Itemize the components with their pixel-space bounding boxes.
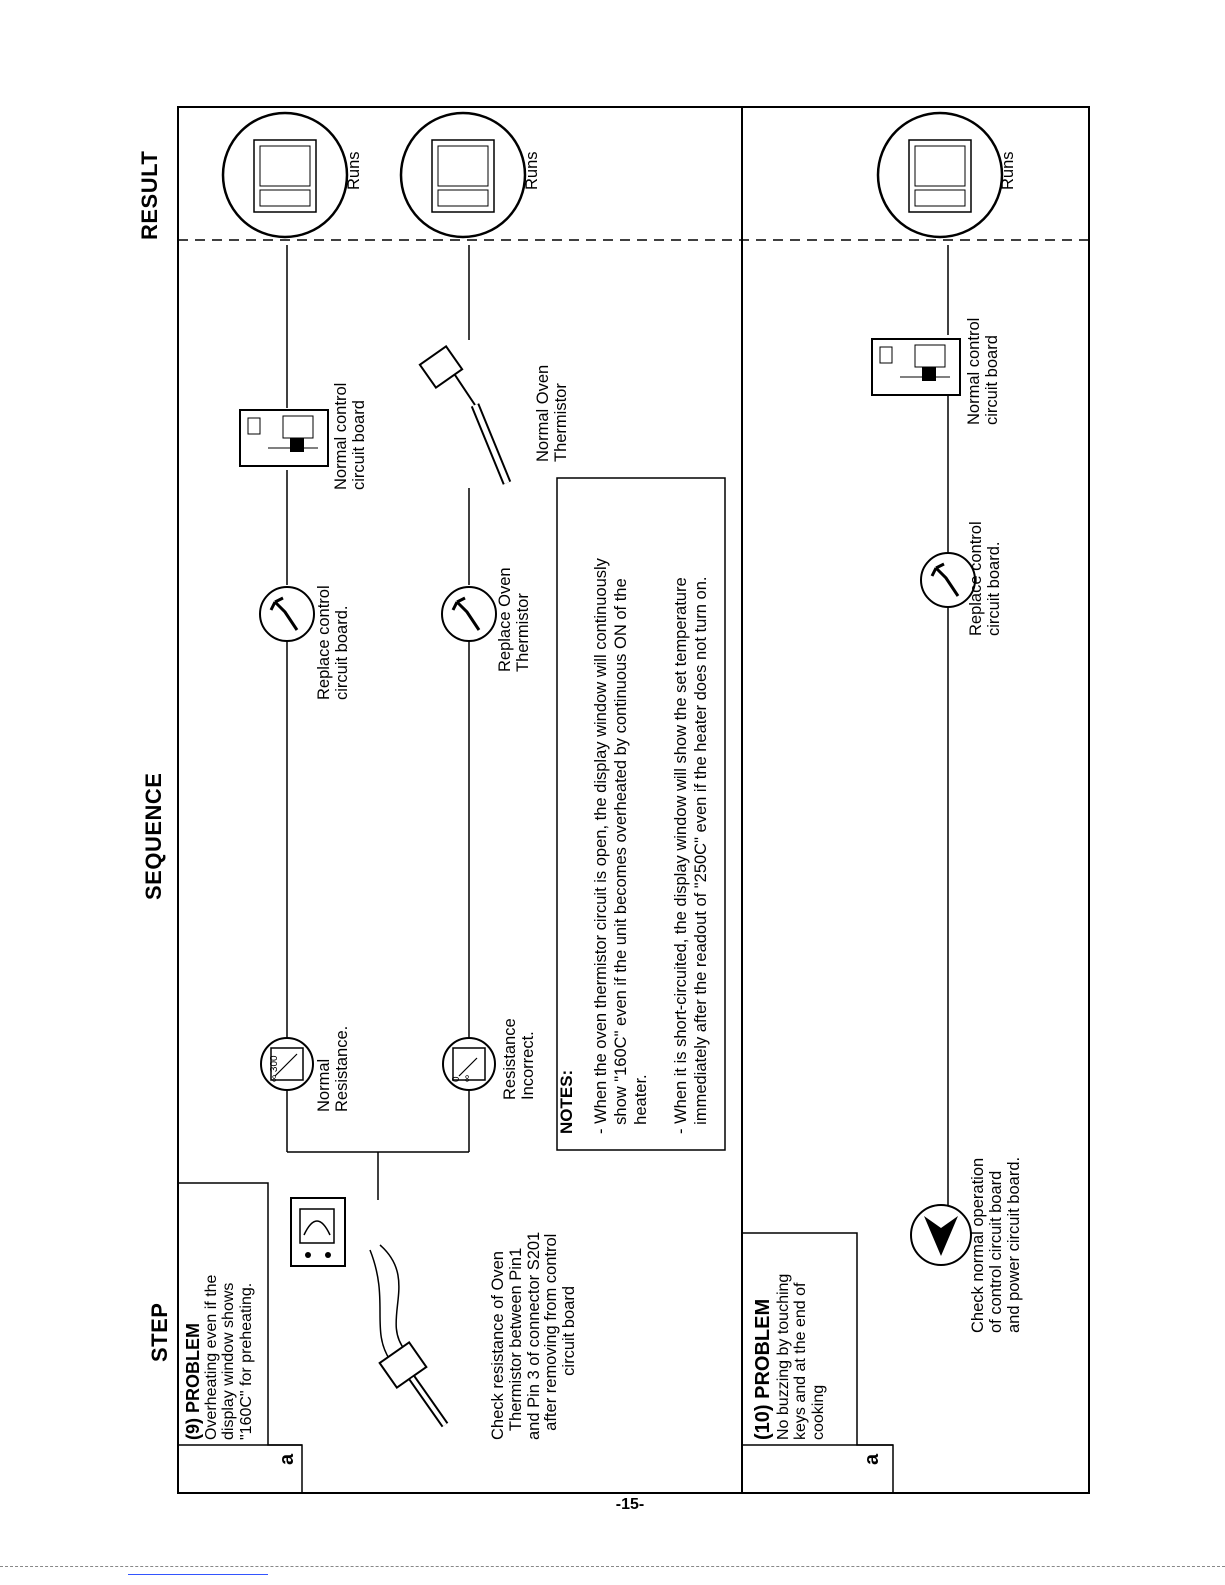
ohmmeter-normal-icon bbox=[260, 1037, 314, 1091]
label-replace-thermistor: Replace Oven Thermistor bbox=[496, 567, 532, 672]
note-short-circuit: - When it is short-circuited, the displa… bbox=[672, 576, 710, 1134]
problem9-description: Overheating even if the display window s… bbox=[203, 1274, 255, 1440]
circuit-board-icon bbox=[871, 338, 961, 396]
circuit-board-icon bbox=[239, 409, 329, 467]
problem10-title: (10) PROBLEM bbox=[752, 1298, 774, 1440]
label-normal-resistance: Normal Resistance. bbox=[315, 1025, 351, 1112]
note-open-circuit: - When the oven thermistor circuit is op… bbox=[592, 558, 650, 1134]
problem10-label-normal-board: Normal control circuit board bbox=[965, 317, 1001, 425]
label-replace-board: Replace control circuit board. bbox=[315, 585, 351, 700]
meter-scale-incorrect: 0 ∞ bbox=[451, 1074, 473, 1082]
wrench-icon bbox=[441, 586, 497, 642]
microwave-oven-icon bbox=[221, 111, 349, 239]
outer-frame bbox=[177, 106, 1090, 1494]
problem9-check-text: Check resistance of Oven Thermistor betw… bbox=[489, 1231, 579, 1440]
problem10-step-letter: a bbox=[861, 1453, 883, 1465]
thermistor-icon bbox=[418, 345, 512, 485]
wrench-icon bbox=[259, 586, 315, 642]
notes-title: NOTES: bbox=[557, 1069, 576, 1134]
footer-link-underline bbox=[128, 1574, 268, 1575]
footer-line bbox=[0, 1566, 1225, 1567]
header-step: STEP bbox=[147, 1302, 172, 1362]
result-runs-1: Runs bbox=[345, 151, 363, 190]
problem9-title: (9) PROBLEM bbox=[183, 1323, 203, 1440]
ohmmeter-incorrect-icon bbox=[442, 1037, 496, 1091]
ohmmeter-icon bbox=[290, 1197, 346, 1267]
header-result: RESULT bbox=[137, 150, 162, 240]
problem10-description: No buzzing by touching keys and at the e… bbox=[775, 1273, 827, 1440]
check-arrow-icon bbox=[910, 1204, 972, 1266]
header-sequence: SEQUENCE bbox=[141, 772, 166, 900]
meter-scale-normal: ∞ 300 bbox=[269, 1055, 280, 1082]
label-normal-thermistor: Normal Oven Thermistor bbox=[534, 364, 570, 462]
connector-plug-icon bbox=[369, 1244, 449, 1428]
label-normal-board: Normal control circuit board bbox=[332, 382, 368, 490]
problem10-check-text: Check normal operation of control circui… bbox=[969, 1156, 1023, 1333]
problem9-step-letter: a bbox=[276, 1453, 298, 1465]
page-number: -15- bbox=[615, 1496, 645, 1513]
result-runs-2: Runs bbox=[523, 151, 541, 190]
label-resistance-incorrect: Resistance Incorrect. bbox=[501, 1018, 537, 1100]
notes-box bbox=[556, 477, 726, 1151]
problem10-label-replace-board: Replace control circuit board. bbox=[967, 521, 1003, 636]
wrench-icon bbox=[920, 552, 976, 608]
problem10-result-runs: Runs bbox=[999, 151, 1017, 190]
microwave-oven-icon bbox=[876, 111, 1004, 239]
microwave-oven-icon bbox=[399, 111, 527, 239]
